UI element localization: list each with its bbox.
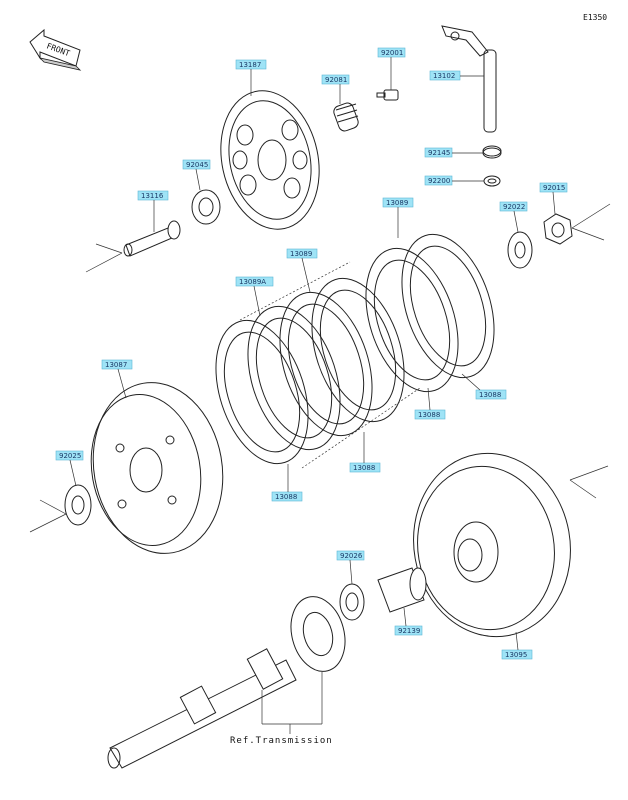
- part-label: 13116: [137, 190, 169, 232]
- svg-text:13088: 13088: [479, 391, 501, 399]
- part-labels: 13187 92001 92081 13102 92045 13116: [55, 47, 568, 660]
- part-label: 13089A: [235, 276, 274, 317]
- svg-text:92015: 92015: [543, 184, 565, 192]
- svg-text:92022: 92022: [503, 203, 525, 211]
- svg-text:92025: 92025: [59, 452, 81, 460]
- svg-text:13089: 13089: [290, 250, 312, 258]
- svg-text:92081: 92081: [325, 76, 347, 84]
- part-label: 92022: [499, 201, 528, 233]
- svg-text:13088: 13088: [418, 411, 440, 419]
- push-rod-lever: [441, 25, 497, 133]
- svg-text:92001: 92001: [381, 49, 403, 57]
- part-label: 92045: [182, 159, 211, 191]
- part-label: 13089: [382, 197, 414, 238]
- part-label: 13088: [349, 432, 381, 473]
- part-label: 13187: [235, 59, 267, 96]
- part-label: 13095: [501, 631, 533, 660]
- svg-text:13087: 13087: [105, 361, 127, 369]
- part-label: 13087: [101, 359, 133, 399]
- svg-text:13116: 13116: [141, 192, 164, 200]
- svg-text:13088: 13088: [275, 493, 297, 501]
- diagram-code: E1350: [583, 13, 607, 22]
- pressure-plate: [220, 90, 320, 230]
- part-label: 92145: [424, 147, 483, 158]
- svg-text:92026: 92026: [340, 552, 363, 560]
- svg-text:92139: 92139: [398, 627, 420, 635]
- clutch-housing-gear: [90, 382, 224, 554]
- svg-text:92045: 92045: [186, 161, 208, 169]
- svg-text:13187: 13187: [239, 61, 261, 69]
- part-label: 92025: [55, 450, 84, 487]
- clutch-spring: [333, 102, 359, 132]
- bolt: [376, 89, 399, 101]
- reference-label: Ref.Transmission: [230, 736, 333, 746]
- clutch-plate-stack: [215, 233, 495, 469]
- part-label: 13102: [429, 70, 484, 81]
- part-label: 92015: [539, 182, 568, 215]
- part-label: 13089: [286, 248, 318, 293]
- part-label: 13088: [461, 373, 507, 400]
- seal-washer: [482, 145, 502, 187]
- part-label: 92139: [394, 607, 423, 636]
- svg-text:13102: 13102: [433, 72, 455, 80]
- svg-text:13095: 13095: [505, 651, 527, 659]
- bearing-pusher: [85, 189, 221, 273]
- nut-washer: [507, 203, 611, 269]
- svg-text:92145: 92145: [428, 149, 450, 157]
- input-shaft-bearing: Ref.Transmission: [107, 596, 346, 769]
- part-label: 13088: [271, 464, 303, 502]
- svg-text:13089: 13089: [386, 199, 408, 207]
- thrust-washer: [29, 484, 92, 533]
- part-label: 13088: [414, 387, 446, 420]
- part-label: 92200: [424, 175, 484, 186]
- svg-text:92200: 92200: [428, 177, 450, 185]
- front-arrow-icon: FRONT: [29, 28, 82, 71]
- part-label: 92001: [377, 47, 406, 90]
- sleeve-collar: [339, 567, 427, 621]
- svg-text:13089A: 13089A: [239, 278, 266, 286]
- part-label: 92026: [336, 550, 365, 585]
- svg-text:13088: 13088: [353, 464, 375, 472]
- part-label: 92081: [321, 74, 350, 104]
- clutch-hub: [413, 452, 609, 638]
